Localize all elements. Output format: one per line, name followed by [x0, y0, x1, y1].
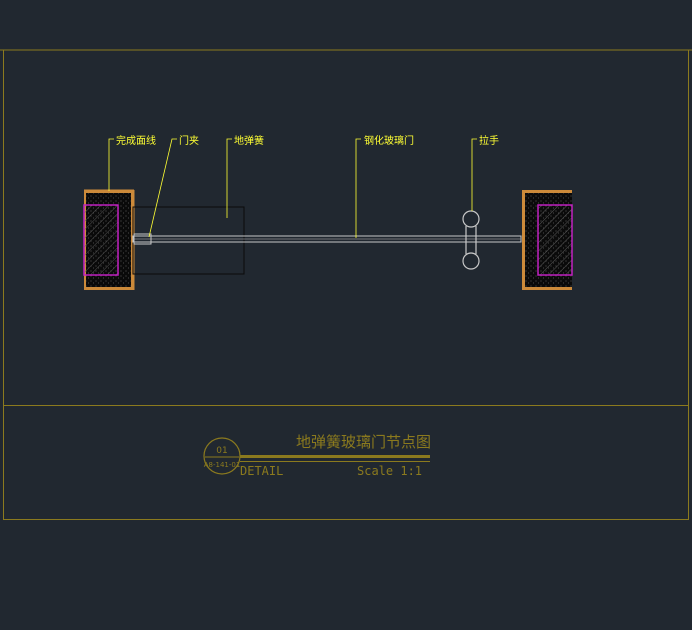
- label-tempered-glass-door: 钢化玻璃门: [364, 134, 414, 147]
- glass-door: [132, 235, 522, 243]
- label-door-clamp: 门夹: [179, 134, 199, 147]
- label-floor-spring: 地弹簧: [234, 134, 264, 147]
- door-handle: [462, 210, 480, 270]
- door-clamp: [133, 233, 152, 245]
- title-underline: [240, 455, 430, 458]
- title-block: 01 A8-141-01 地弹簧玻璃门节点图 DETAIL Scale 1:1: [203, 433, 431, 478]
- left-wall-section: [83, 189, 135, 290]
- right-wall-section: [522, 190, 573, 290]
- drawing-frame: [0, 49, 692, 520]
- label-handle: 拉手: [479, 134, 499, 147]
- detail-label: DETAIL: [240, 464, 283, 478]
- leader-lines: [108, 138, 477, 238]
- drawing-title: 地弹簧玻璃门节点图: [296, 433, 431, 451]
- scale-label: Scale 1:1: [357, 464, 422, 478]
- detail-bubble-sheet: A8-141-01: [204, 461, 241, 469]
- label-finish-line: 完成面线: [116, 134, 156, 147]
- detail-bubble-number: 01: [216, 446, 227, 456]
